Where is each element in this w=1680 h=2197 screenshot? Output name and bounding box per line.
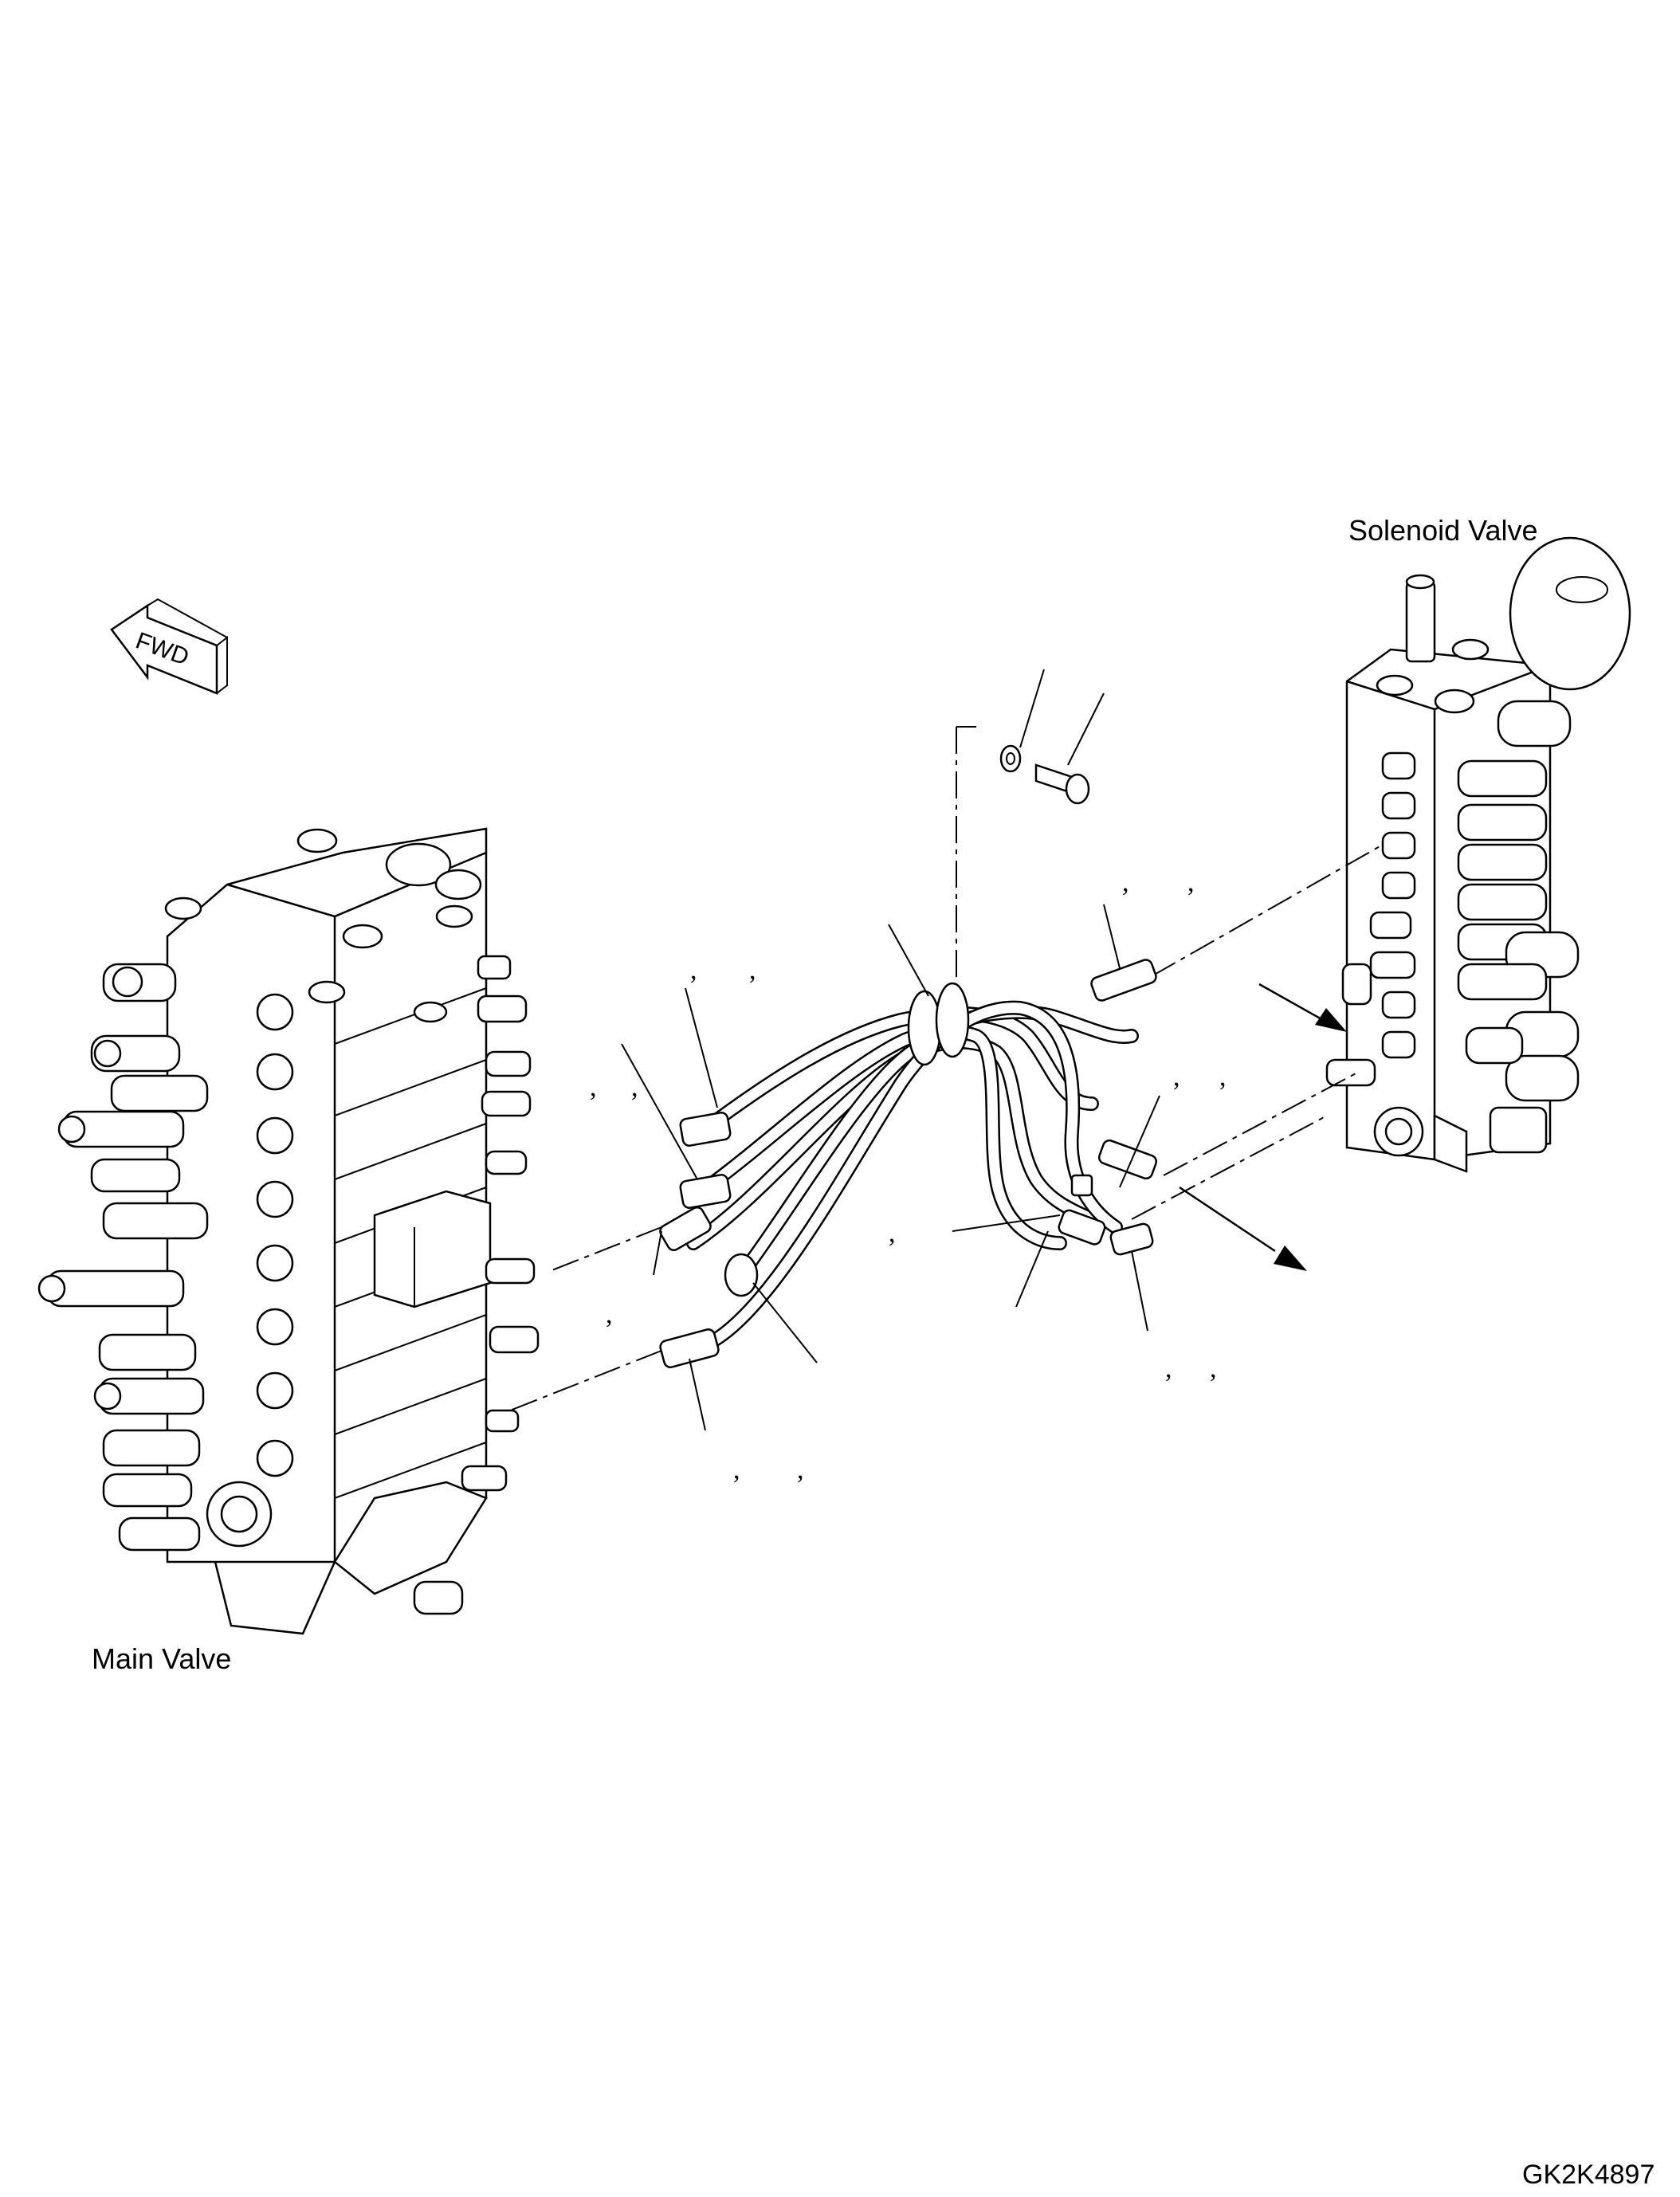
callout-commas: , , , , , , , , , , , , , , [590, 868, 1227, 1485]
main-valve-left-fittings [37, 963, 294, 1552]
solenoid-ports [1325, 751, 1416, 1087]
callout-comma: , [749, 955, 756, 985]
drawing-code: GK2K4897 [1522, 2160, 1654, 2190]
callout-comma: , [797, 1455, 804, 1485]
callout-comma: , [1210, 1354, 1217, 1383]
callout-comma: , [1122, 868, 1129, 897]
washer-and-bolt [999, 744, 1090, 805]
pressure-gauge [1509, 536, 1631, 691]
callout-comma: , [1219, 1062, 1227, 1092]
hose-harness [659, 959, 1158, 1368]
callout-comma: , [1187, 868, 1195, 897]
callout-comma: , [606, 1300, 613, 1329]
main-valve-label: Main Valve [92, 1642, 231, 1675]
hose-end-fittings [659, 959, 1158, 1368]
callout-comma: , [690, 955, 697, 985]
callout-comma: , [1165, 1354, 1172, 1383]
callout-comma: , [590, 1073, 597, 1102]
fwd-arrow-icon: FWD [110, 598, 228, 695]
callout-comma: , [733, 1455, 740, 1485]
washer [999, 744, 1022, 773]
main-valve [37, 827, 540, 1635]
flow-arrows [1179, 983, 1347, 1271]
leader-lines [621, 669, 1160, 1431]
solenoid-coils [1373, 700, 1580, 1157]
solenoid-valve-label: Solenoid Valve [1348, 514, 1538, 547]
connection-lines [509, 726, 1384, 1411]
solenoid-valve [1325, 536, 1631, 1173]
callout-comma: , [889, 1218, 896, 1248]
callout-comma: , [631, 1073, 638, 1102]
main-valve-top-plugs [164, 828, 482, 1023]
callout-comma: , [1173, 1062, 1180, 1092]
